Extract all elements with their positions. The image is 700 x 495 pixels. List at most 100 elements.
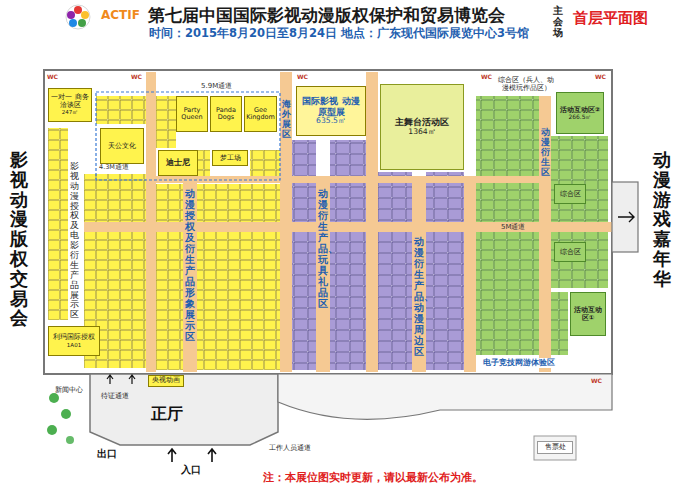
wc-label: WC [590, 377, 603, 384]
booth-field [292, 140, 316, 370]
tree [49, 393, 59, 403]
zone-label: 动漫衍生区 [541, 128, 550, 177]
aisle-label: 5M通道 [500, 223, 527, 231]
booth-name: 一对一 商务洽谈区 [50, 94, 90, 109]
booth-name: 利玛国际授权 [53, 334, 95, 341]
booth-name: Panda Dogs [212, 107, 240, 122]
booth-field [426, 172, 464, 370]
side-passage [612, 182, 638, 252]
booth-field [551, 136, 608, 288]
booth-name: 梦工场 [220, 154, 241, 162]
aisle-label: 5.9M通道 [200, 82, 233, 90]
logo-petal [74, 6, 82, 14]
booth-name: 售票处 [545, 444, 566, 451]
booth-field [551, 292, 568, 355]
zone-outline [96, 92, 280, 180]
booth-field [250, 150, 280, 176]
booth-area: 1364㎡ [408, 128, 435, 137]
booth-area: 1A01 [67, 342, 81, 348]
entry-arrow [208, 449, 216, 462]
logo-petal [67, 11, 75, 19]
aisle [84, 222, 612, 232]
booth-box: 综合区 [554, 242, 586, 262]
ticket-building [534, 436, 576, 460]
booth-name: Party Queen [178, 107, 206, 122]
venue-tag: 主会场 [553, 5, 563, 38]
wc-label: WC [130, 73, 143, 80]
booth-field [156, 184, 183, 370]
place-label: 正厅 [150, 404, 184, 423]
booth-box: Gee Kingdom [244, 96, 277, 132]
booth-name: 国际影视 动漫原型展 [298, 96, 364, 117]
booth-box: 活动互动区②266.5㎡ [556, 92, 604, 134]
hall-outline [44, 70, 612, 374]
booth-name: 综合区 [560, 248, 581, 256]
booth-name: 天公文化 [108, 142, 136, 150]
logo-petal [81, 11, 89, 19]
entry-arrow [129, 375, 135, 384]
booth-field [96, 96, 146, 124]
wc-label: WC [296, 73, 309, 80]
page-title: 第七届中国国际影视动漫版权保护和贸易博览会 [148, 5, 505, 25]
booth-name: 央视动画 [152, 377, 180, 384]
booth-box: 主舞台活动区1364㎡ [380, 84, 464, 170]
booth-name: 迪士尼 [166, 158, 190, 167]
tree [47, 425, 57, 435]
aisle [146, 72, 156, 372]
side-title: 影视动漫版权交易会 [10, 150, 28, 328]
aisle [539, 96, 551, 372]
booth-area: 247㎡ [62, 109, 79, 115]
booth-box: 售票处 [537, 441, 573, 454]
booth-box: 一对一 商务洽谈区247㎡ [48, 88, 92, 122]
zone-label: 综合区（兵人、动漫模玩作品区） [497, 77, 555, 93]
booth-box: 天公文化 [100, 128, 144, 164]
booth-field [330, 140, 366, 370]
booth-name: 综合区 [560, 190, 581, 198]
zone-label: 影视动漫授权及电影衍生产品展示区 [70, 162, 79, 320]
side-title: 动漫游戏嘉年华 [653, 150, 671, 289]
passage-arrow [618, 212, 634, 222]
booth-name: Gee Kingdom [246, 107, 275, 122]
wc-label: WC [594, 73, 607, 80]
booth-field [198, 150, 210, 176]
booth-name: 活动互动区② [560, 106, 601, 114]
wc-label: WC [480, 73, 493, 80]
tree [61, 409, 71, 419]
booth-field [197, 184, 280, 370]
booth-name: 活动互动区① [572, 306, 604, 322]
aisle [366, 72, 378, 372]
place-label: 新闻中心 [54, 386, 84, 394]
booth-box: 迪士尼 [158, 150, 198, 176]
aisle [464, 176, 476, 372]
zone-label: 动漫衍生产品、动漫周边区 [414, 236, 424, 357]
place-label: 工作人员通道 [268, 444, 312, 452]
booth-box: 梦工场 [212, 150, 248, 166]
booth-box: 央视动画 [148, 375, 184, 387]
booth-area: 266.5㎡ [569, 114, 592, 121]
booth-box: 综合区 [554, 184, 586, 204]
booth-box: 国际影视 动漫原型展635.5㎡ [296, 86, 366, 136]
aisle [183, 183, 197, 372]
logo-text: ACTIF [100, 8, 141, 22]
booth-box: 利玛国际授权1A01 [48, 326, 100, 356]
zone-label: 电子竞技网游体验区 [482, 358, 556, 368]
logo-ring [66, 5, 90, 29]
aisle [316, 183, 330, 372]
booth-box: Party Queen [176, 96, 208, 132]
booth-area: 635.5㎡ [316, 117, 346, 126]
aisle-label: 4.3M通道 [98, 164, 130, 172]
place-label: 出口 [96, 448, 118, 460]
aisle [412, 183, 426, 372]
tree [66, 436, 74, 444]
entry-arrow [168, 449, 176, 462]
date-place: 时间：2015年8月20日至8月24日 地点：广东现代国际展览中心3号馆 [148, 27, 530, 41]
place-label: 待证通道 [100, 392, 130, 400]
booth-field [48, 128, 68, 320]
zone-label: 海外展区 [282, 100, 291, 140]
booth-name: 主舞台活动区 [395, 117, 449, 127]
footnote: 注：本展位图实时更新，请以最新公布为准。 [262, 471, 484, 484]
booth-field [378, 172, 412, 370]
booth-field [156, 96, 176, 148]
wc-label: WC [46, 73, 59, 80]
